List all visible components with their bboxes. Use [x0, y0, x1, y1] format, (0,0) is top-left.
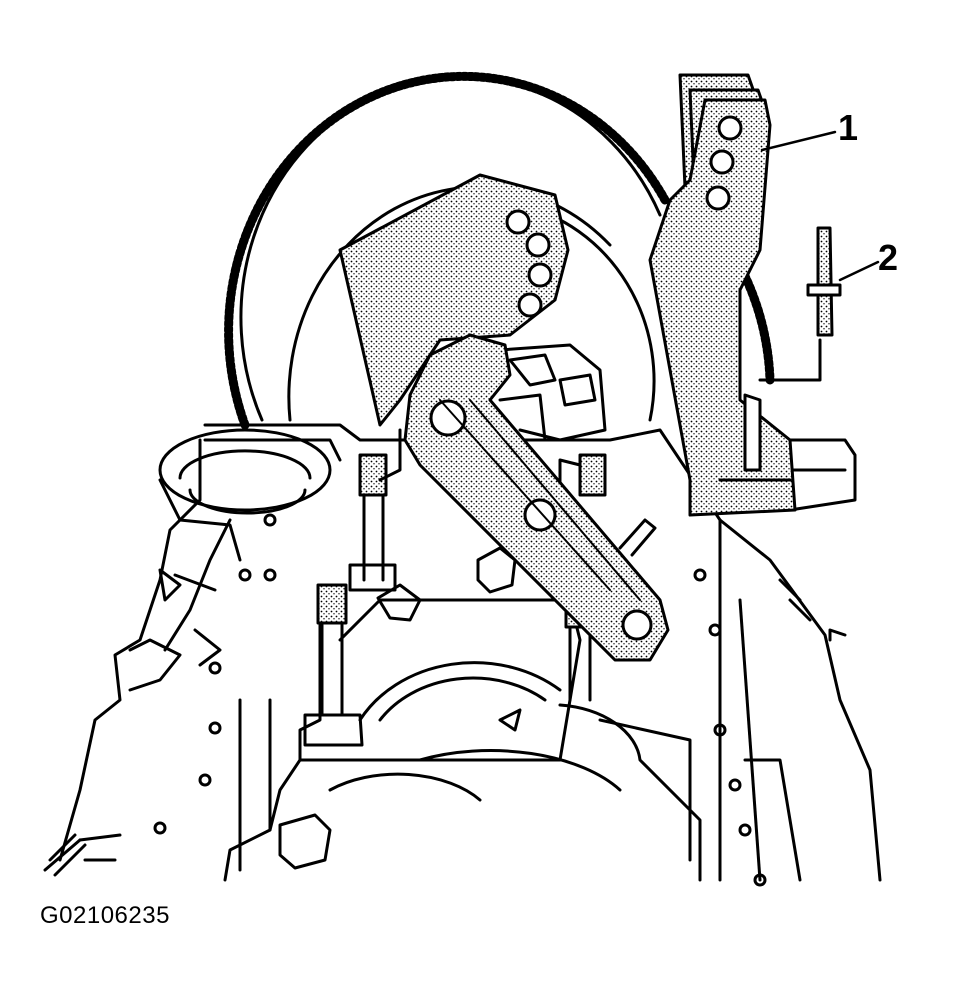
leader-line-2 [838, 260, 880, 282]
callout-label-1: 1 [838, 107, 859, 148]
bolt-part-2 [806, 226, 842, 337]
leader-line-1 [760, 130, 837, 152]
stud-rear-right [558, 453, 607, 497]
nut-center [376, 546, 517, 622]
figure-id-label: G02106235 [40, 902, 170, 929]
fixture-stand-part-1 [648, 73, 822, 517]
stud-front-left [303, 583, 364, 747]
tool-bracket-plate [338, 173, 570, 427]
crank-housing [378, 343, 607, 482]
cylinder-bore [158, 428, 342, 515]
nut-lower [278, 813, 332, 870]
stud-rear-left [348, 453, 397, 592]
callout-label-2: 2 [878, 237, 899, 278]
tool-arm [403, 333, 670, 662]
